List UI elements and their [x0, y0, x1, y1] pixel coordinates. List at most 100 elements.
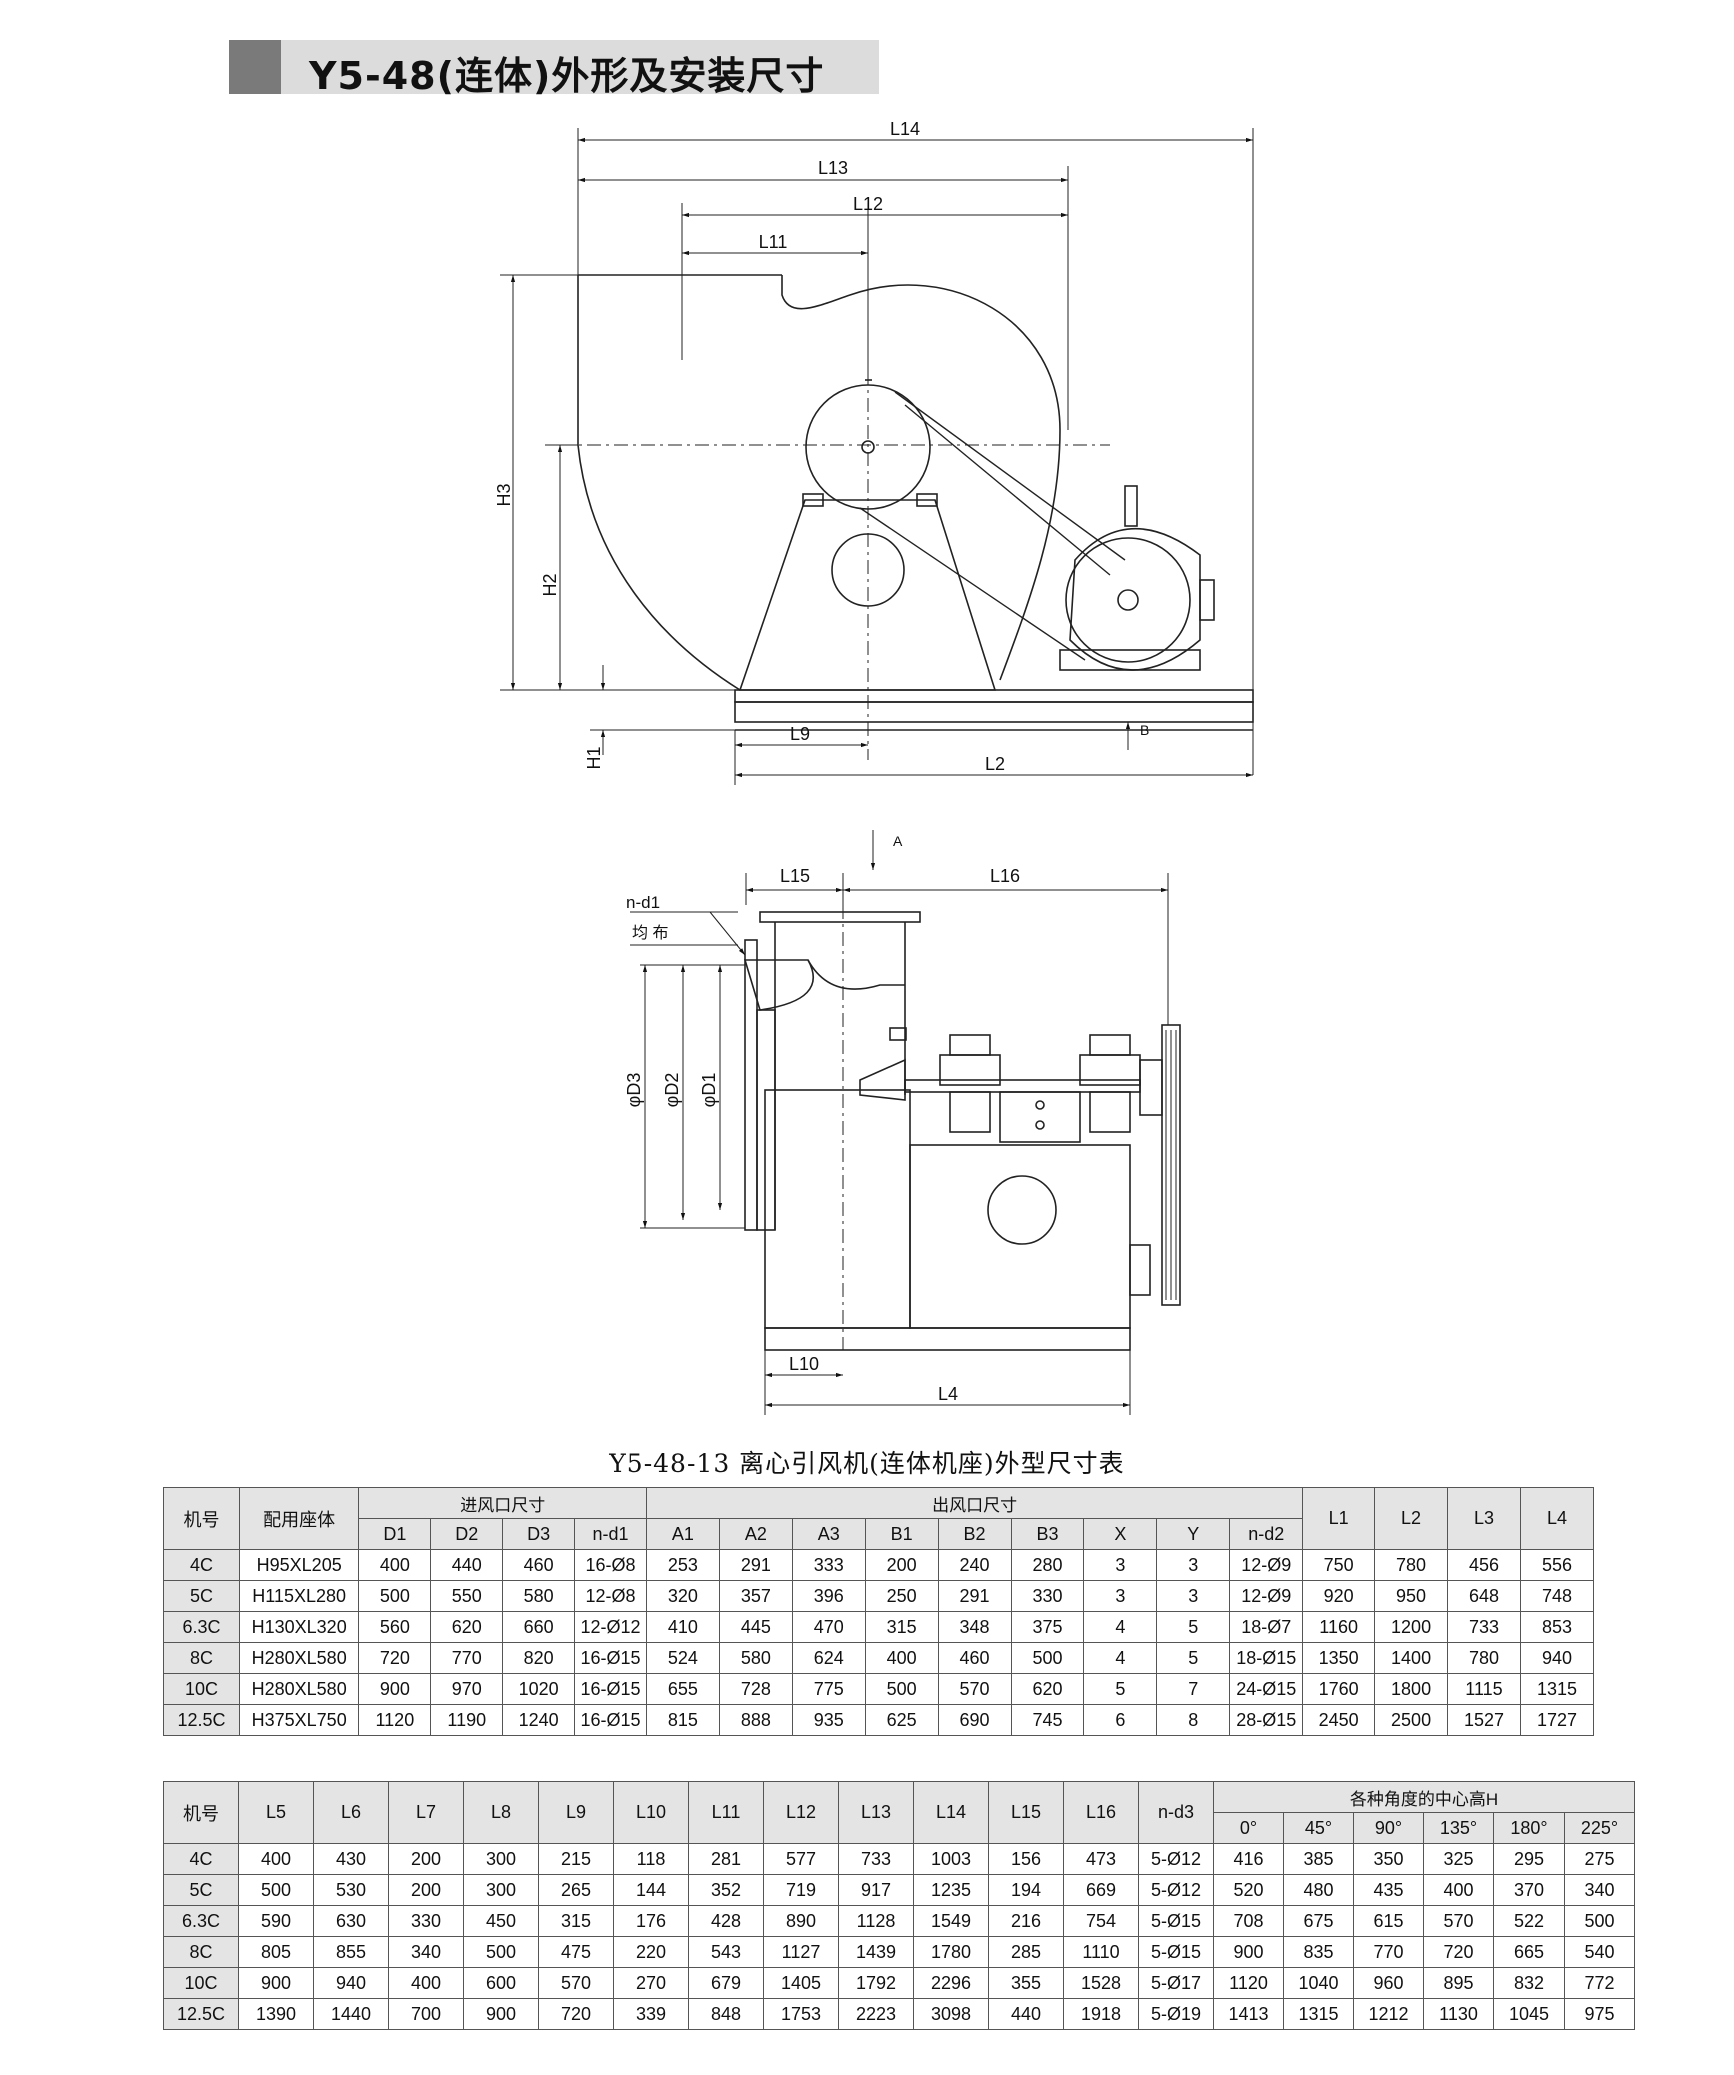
header-outlet-col: A2 [718, 1518, 793, 1550]
header-col: L13 [838, 1781, 914, 1844]
table-cell: 960 [1353, 1967, 1424, 1999]
table-cell: 750 [1302, 1549, 1376, 1581]
table-cell: 733 [838, 1843, 914, 1875]
table-cell: 679 [688, 1967, 764, 1999]
table-cell: 18-Ø7 [1229, 1611, 1304, 1643]
table-cell: 675 [1283, 1905, 1354, 1937]
table-cell: 815 [645, 1704, 720, 1736]
table-cell: 620 [430, 1611, 504, 1643]
header-outlet-col: A3 [791, 1518, 866, 1550]
table-cell: 400 [864, 1642, 939, 1674]
table-cell: 1200 [1374, 1611, 1449, 1643]
table-cell: 5-Ø12 [1138, 1874, 1214, 1906]
header-inlet-col: n-d1 [574, 1518, 647, 1550]
header-col: L9 [538, 1781, 614, 1844]
table-cell: 500 [238, 1874, 314, 1906]
table-cell: 1130 [1423, 1998, 1494, 2030]
table-cell: 745 [1010, 1704, 1085, 1736]
row-model: 12.5C [163, 1704, 240, 1736]
table-cell: 655 [645, 1673, 720, 1705]
label-b: B [1140, 722, 1149, 738]
row-model: 5C [163, 1580, 240, 1612]
table-cell: 352 [688, 1874, 764, 1906]
table-cell: 590 [238, 1905, 314, 1937]
table-cell: 540 [1563, 1936, 1636, 1968]
table-cell: 940 [313, 1967, 389, 1999]
row-model: 6.3C [163, 1905, 239, 1937]
table-cell: 400 [388, 1967, 464, 1999]
table-cell: 500 [358, 1580, 432, 1612]
table-cell: 12-Ø12 [574, 1611, 647, 1643]
table-cell: 5-Ø15 [1138, 1905, 1214, 1937]
table-cell: 480 [1283, 1874, 1354, 1906]
table-cell: 435 [1353, 1874, 1424, 1906]
table-cell: 400 [358, 1549, 432, 1581]
table-cell: 5-Ø17 [1138, 1967, 1214, 1999]
table-cell: 400 [238, 1843, 314, 1875]
header-col: n-d3 [1138, 1781, 1214, 1844]
table-cell: 440 [430, 1549, 504, 1581]
header-outlet-col: B2 [937, 1518, 1012, 1550]
header-inlet-col: D2 [430, 1518, 504, 1550]
table-cell: 295 [1493, 1843, 1565, 1875]
table-cell: 500 [1563, 1905, 1636, 1937]
label-h1: H1 [584, 746, 604, 769]
table-cell: 340 [1563, 1874, 1636, 1906]
table-cell: 2500 [1374, 1704, 1449, 1736]
table-cell: 550 [430, 1580, 504, 1612]
table-cell: 1413 [1213, 1998, 1284, 2030]
table-cell: 330 [388, 1905, 464, 1937]
label-l11: L11 [759, 232, 788, 252]
table-cell: 1439 [838, 1936, 914, 1968]
table-cell: 720 [538, 1998, 614, 2030]
table-cell: 500 [1010, 1642, 1085, 1674]
header-l1: L1 [1302, 1487, 1376, 1550]
title-accent-block [229, 40, 281, 94]
header-center-height-group: 各种角度的中心高H [1212, 1781, 1636, 1813]
table-cell: 16-Ø15 [574, 1642, 647, 1674]
header-inlet-group: 进风口尺寸 [358, 1487, 647, 1519]
table-cell: 770 [1353, 1936, 1424, 1968]
table-cell: 556 [1519, 1549, 1595, 1581]
table-cell: 1235 [913, 1874, 989, 1906]
table-cell: 3 [1156, 1580, 1231, 1612]
table-cell: 5 [1156, 1611, 1231, 1643]
table-cell: 1040 [1283, 1967, 1354, 1999]
table-cell: H375XL750 [238, 1704, 360, 1736]
table-cell: 917 [838, 1874, 914, 1906]
table-cell: 820 [502, 1642, 576, 1674]
table-cell: 339 [613, 1998, 689, 2030]
table-cell: 1390 [238, 1998, 314, 2030]
table-cell: 330 [1010, 1580, 1085, 1612]
label-l2: L2 [985, 754, 1005, 774]
side-elevation-view [500, 128, 1254, 785]
table-cell: 2450 [1302, 1704, 1376, 1736]
label-phi-d1: φD1 [699, 1073, 719, 1108]
table-cell: 500 [463, 1936, 539, 1968]
table-cell: 200 [388, 1874, 464, 1906]
table-cell: 176 [613, 1905, 689, 1937]
table-cell: 4 [1083, 1642, 1158, 1674]
table-cell: 1212 [1353, 1998, 1424, 2030]
table-cell: 320 [645, 1580, 720, 1612]
table-cell: 1127 [763, 1936, 839, 1968]
table-cell: 200 [864, 1549, 939, 1581]
table-cell: 522 [1493, 1905, 1565, 1937]
table-cell: 1045 [1493, 1998, 1565, 2030]
header-col: L16 [1063, 1781, 1139, 1844]
table-cell: 460 [502, 1549, 576, 1581]
table-cell: 1003 [913, 1843, 989, 1875]
table-cell: 400 [1423, 1874, 1494, 1906]
label-n-d1: n-d1 [626, 893, 660, 912]
table-cell: 396 [791, 1580, 866, 1612]
table-cell: 780 [1374, 1549, 1449, 1581]
table-cell: 1792 [838, 1967, 914, 1999]
table-cell: 1727 [1519, 1704, 1595, 1736]
table-cell: 615 [1353, 1905, 1424, 1937]
header-outlet-col: B1 [864, 1518, 939, 1550]
label-h2: H2 [540, 573, 560, 596]
